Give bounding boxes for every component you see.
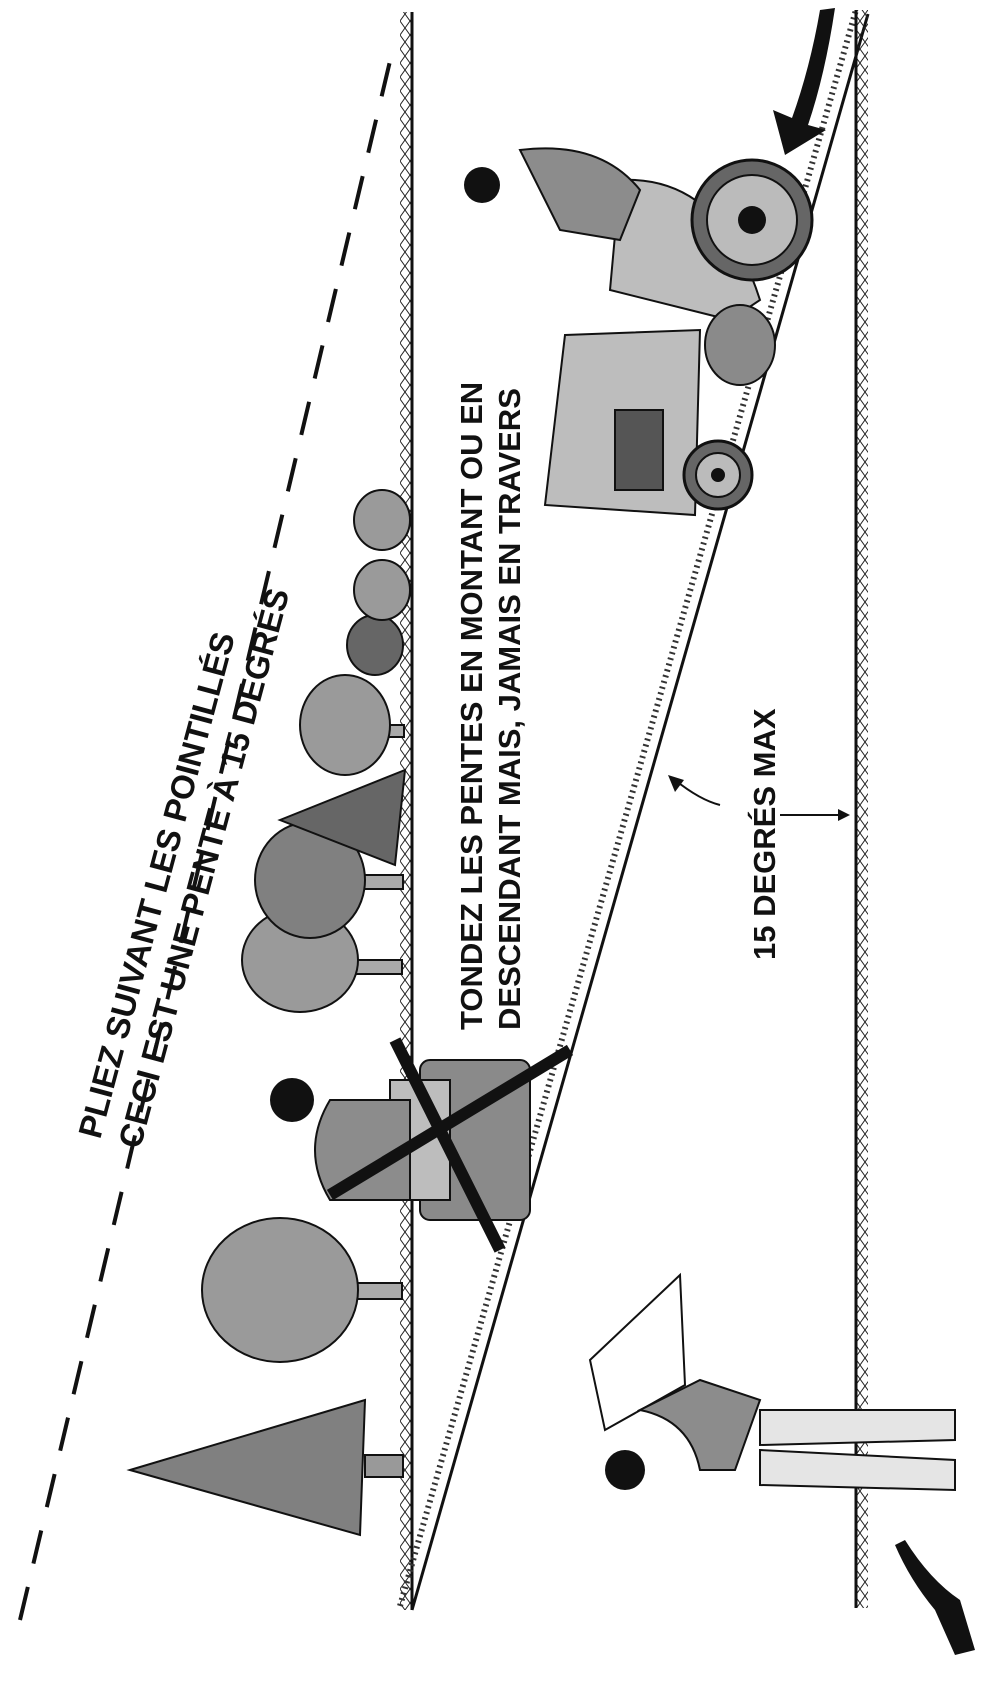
angle-indicator xyxy=(668,775,850,821)
person-icon xyxy=(605,1450,645,1490)
tree-icon xyxy=(353,559,411,621)
mower-icon xyxy=(464,147,814,517)
tree-icon xyxy=(277,768,407,867)
wrong-direction-mower xyxy=(270,1037,574,1253)
person-icon xyxy=(464,167,500,203)
ground-shadow xyxy=(895,1540,975,1655)
fold-line xyxy=(18,39,397,1621)
tree-row xyxy=(126,489,411,1537)
guide-sheet xyxy=(588,1272,687,1432)
tree-icon xyxy=(254,821,404,939)
person-icon xyxy=(270,1078,314,1122)
person-with-guide xyxy=(588,1272,956,1492)
direction-arrow-icon xyxy=(773,8,835,155)
level-ground xyxy=(400,12,414,1610)
tree-icon xyxy=(126,1398,404,1537)
mowing-rule-line2: DESCENDANT MAIS, JAMAIS EN TRAVERS xyxy=(492,388,527,1030)
mowing-rule-line1: TONDEZ LES PENTES EN MONTANT OU EN xyxy=(454,382,489,1030)
tree-icon xyxy=(299,674,405,776)
tree-icon xyxy=(346,614,404,676)
tree-icon xyxy=(201,1217,403,1363)
right-ground xyxy=(854,10,868,1608)
angle-label: 15 DEGRÉS MAX xyxy=(747,708,782,960)
cross-mark-icon xyxy=(326,1037,574,1253)
tree-icon xyxy=(353,489,411,551)
slope-ground xyxy=(397,9,870,1611)
